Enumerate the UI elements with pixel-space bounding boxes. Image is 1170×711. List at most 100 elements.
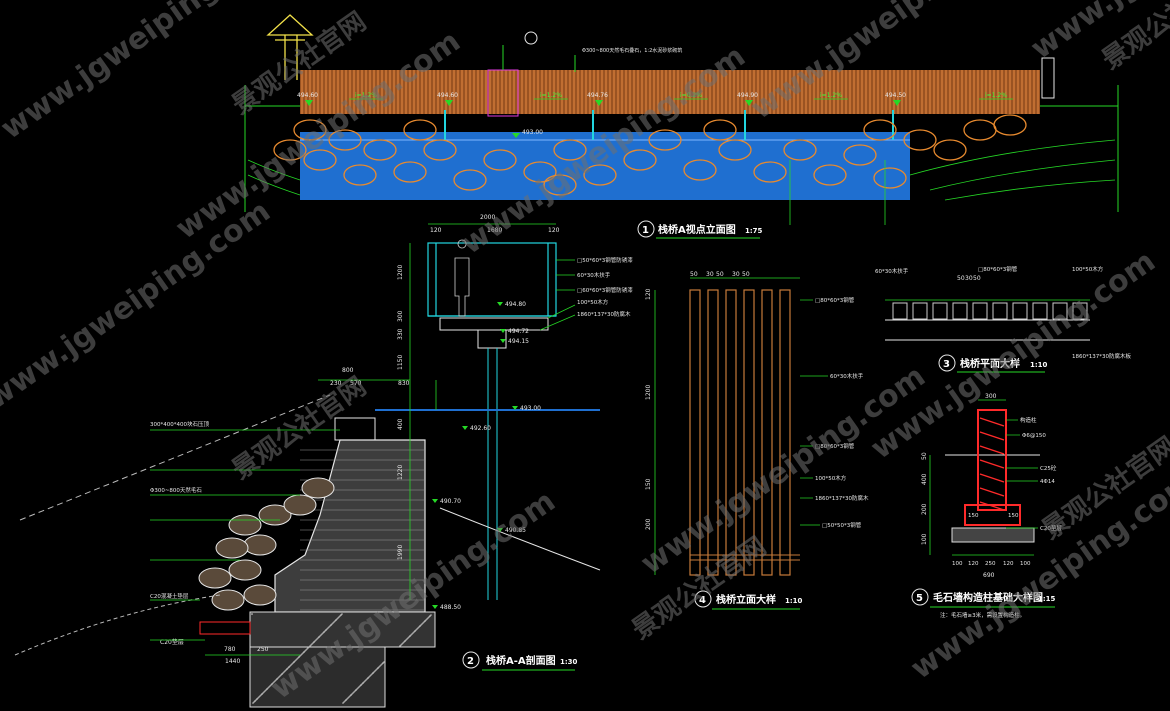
rock [703,119,737,141]
plan-block [972,302,988,320]
svg-text:栈桥立面大样: 栈桥立面大样 [716,593,776,606]
dim-left: 400 [921,473,928,485]
dim-left: 330 [397,328,404,340]
gravel-dot [294,660,296,662]
svg-text:2: 2 [467,656,474,667]
level-label: 492.60 [470,425,491,432]
dim-bottom: 250 [257,646,269,653]
plank [761,289,773,576]
gravel-dot [364,680,366,682]
gravel-dot [312,642,314,644]
rock [813,164,847,186]
gravel-dot [266,688,268,690]
plank [689,289,701,576]
gravel-dot [383,661,385,663]
slope-label: i=1.2% [820,92,842,99]
gravel-dot [318,636,320,638]
elev-detail-label: □80*60*3钢管 [815,296,855,304]
dim-total: 690 [983,572,995,579]
gravel-dot [315,639,317,641]
gravel-dot [362,682,364,684]
watermark-text: www.jgweiping.com [0,0,292,147]
gravel-dot [419,625,421,627]
dim-top: 30 [706,271,714,278]
gravel-dot [261,693,263,695]
gravel-dot [259,695,261,697]
gravel-dot [340,614,342,616]
rubble-stone [211,589,245,611]
gravel-dot [320,634,322,636]
gravel-dot [286,668,288,670]
gravel-dot [282,672,284,674]
elevation-note: Φ300~800天然毛石叠石，1:2水泥砂浆砌筑 [582,47,682,54]
rock [423,139,457,161]
level-marker [497,528,503,532]
dim-left: 100 [921,533,928,545]
gravel-dot [252,702,254,704]
dim-bottom: 250 [985,561,996,567]
gravel-dot [422,622,424,624]
gravel-dot [268,686,270,688]
rock [623,149,657,171]
rock [343,164,377,186]
gravel-dot [377,667,379,669]
gravel-dot [285,669,287,671]
gravel-dot [426,618,428,620]
plan-block [932,302,948,320]
rock [903,129,937,151]
plan-block [1052,302,1068,320]
title-1: 1 栈桥A视点立面图 1:75 [637,220,763,239]
gravel-dot [277,677,279,679]
gravel-dot [425,619,427,621]
level-label: 488.50 [440,604,461,611]
gravel-dot [412,632,414,634]
dim-top: 120 [430,227,442,234]
gravel-dot [279,675,281,677]
gravel-dot [333,621,335,623]
rebar-tie [979,487,1005,497]
gravel-dot [399,645,401,647]
slope-label: i=0.2% [680,92,702,99]
gravel-dot [301,653,303,655]
foundation-label: 构造柱 [1020,416,1037,424]
gravel-dot [381,663,383,665]
watermark-text: www.jgweiping.com [905,464,1170,687]
dim-top: 50 [742,271,750,278]
gravel-dot [370,674,372,676]
gravel-dot [372,672,374,674]
title-2: 2 栈桥A-A剖面图 1:30 [462,651,578,671]
gravel-dot [323,631,325,633]
section-left-note: 300*400*400块石压顶 [150,420,209,428]
dim-left: 120 [645,288,652,300]
gravel-dot [360,684,362,686]
gravel-dot [283,671,285,673]
level-marker [445,100,453,106]
level-marker [500,329,506,333]
gravel-dot [369,675,371,677]
rock-boulders [273,114,1027,196]
gravel-dot [297,657,299,659]
level-label: 494.60 [297,92,318,99]
rock [648,129,682,151]
level-label: 494.80 [505,301,526,308]
dim-left: 150 [645,478,652,490]
gravel-dot [361,683,363,685]
rock [303,149,337,171]
gravel-dot [366,678,368,680]
gravel-dot [367,677,369,679]
gravel-dot [300,654,302,656]
gravel-dot [411,633,413,635]
gravel-dot [305,649,307,651]
level-marker [595,100,603,106]
title-4: 4 栈桥立面大样 1:10 [694,590,803,610]
dim-top: 30 [732,271,740,278]
rock [403,119,437,141]
gravel-dot [309,645,311,647]
gravel-dot [292,662,294,664]
section-note: 1860*137*30防腐木 [577,310,631,318]
gravel-dot [317,637,319,639]
svg-text:1:10: 1:10 [1030,361,1048,369]
water-level-marker: 493.00 [512,129,543,138]
